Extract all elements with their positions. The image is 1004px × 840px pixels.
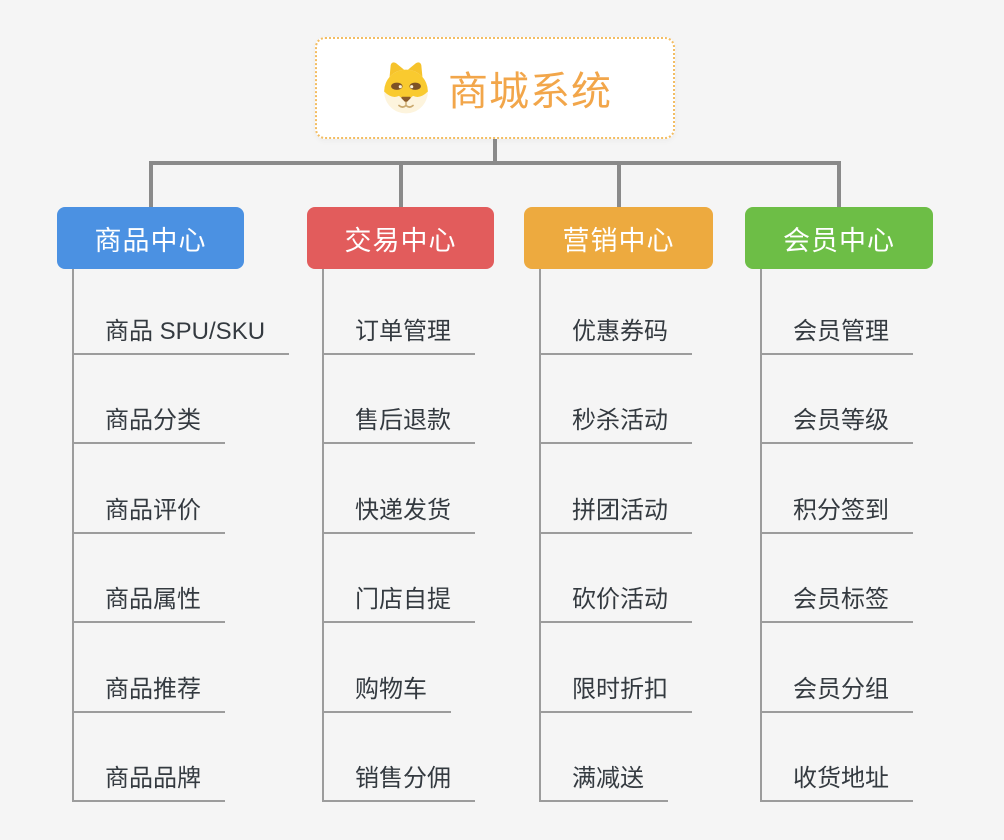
leaf-item[interactable]: 商品评价 <box>72 494 225 534</box>
branch-label: 交易中心 <box>344 225 457 256</box>
branch-drop-line <box>399 161 403 207</box>
leaf-item[interactable]: 积分签到 <box>760 494 913 534</box>
leaf-item[interactable]: 订单管理 <box>322 315 475 355</box>
column-line <box>539 269 541 802</box>
branch-bus-line <box>148 161 841 165</box>
branch-drop-line <box>837 161 841 207</box>
branch-node[interactable]: 会员中心 <box>745 207 933 269</box>
leaf-item[interactable]: 限时折扣 <box>539 673 692 713</box>
leaf-item[interactable]: 商品 SPU/SKU <box>72 315 290 355</box>
leaf-item[interactable]: 商品推荐 <box>72 673 225 713</box>
leaf-item[interactable]: 门店自提 <box>322 583 475 623</box>
leaf-item[interactable]: 收货地址 <box>760 762 913 802</box>
leaf-item[interactable]: 拼团活动 <box>539 494 692 534</box>
branch-drop-line <box>617 161 621 207</box>
column-line <box>322 269 324 802</box>
leaf-item[interactable]: 秒杀活动 <box>539 404 692 444</box>
leaf-item[interactable]: 销售分佣 <box>322 762 475 802</box>
root-stem-line <box>493 139 497 163</box>
leaf-item[interactable]: 砍价活动 <box>539 583 692 623</box>
column-line <box>760 269 762 802</box>
leaf-item[interactable]: 购物车 <box>322 673 451 713</box>
branch-label: 会员中心 <box>783 225 895 256</box>
leaf-item[interactable]: 会员标签 <box>760 583 913 623</box>
root-node[interactable]: 商城系统 <box>315 37 675 139</box>
branch-node[interactable]: 交易中心 <box>307 207 494 269</box>
branch-drop-line <box>149 161 153 207</box>
leaf-item[interactable]: 商品分类 <box>72 404 225 444</box>
dog-face-icon <box>384 62 428 114</box>
leaf-item[interactable]: 会员管理 <box>760 315 913 355</box>
branch-node[interactable]: 营销中心 <box>524 207 713 269</box>
leaf-item[interactable]: 优惠券码 <box>539 315 692 355</box>
leaf-item[interactable]: 会员分组 <box>760 673 913 713</box>
leaf-item[interactable]: 商品属性 <box>72 583 225 623</box>
column-line <box>72 269 74 802</box>
leaf-item[interactable]: 会员等级 <box>760 404 913 444</box>
leaf-item[interactable]: 快递发货 <box>322 494 475 534</box>
leaf-item[interactable]: 售后退款 <box>322 404 475 444</box>
branch-label: 商品中心 <box>94 225 207 256</box>
branch-label: 营销中心 <box>562 225 675 256</box>
leaf-item[interactable]: 满减送 <box>539 762 668 802</box>
leaf-item[interactable]: 商品品牌 <box>72 762 225 802</box>
branch-node[interactable]: 商品中心 <box>57 207 244 269</box>
root-title: 商城系统 <box>448 70 612 114</box>
